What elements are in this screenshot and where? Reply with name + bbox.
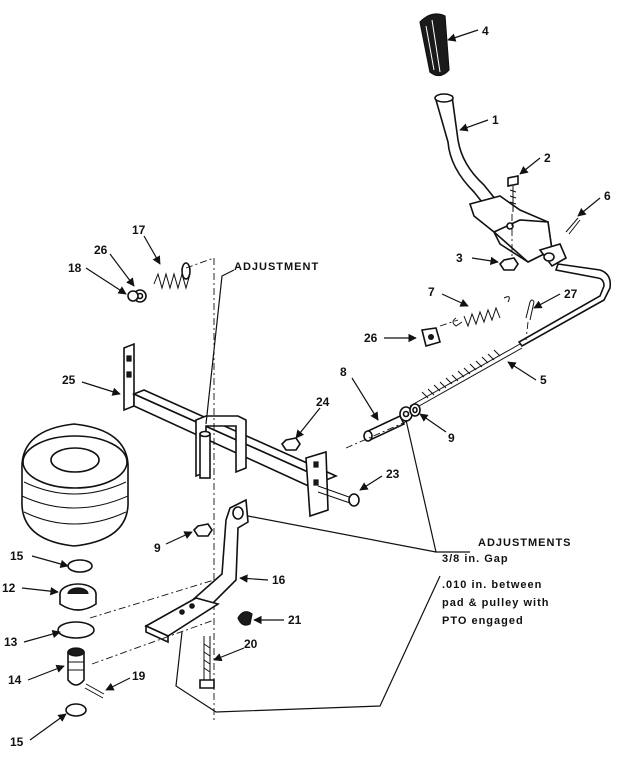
nut: [498, 214, 519, 271]
brake-bar: [123, 342, 339, 518]
callout-2: 2: [544, 151, 551, 165]
notes: ADJUSTMENT ADJUSTMENTS 3/8 in. Gap .010 …: [234, 261, 572, 627]
lever-bracket: [468, 195, 568, 268]
callout-25: 26: [94, 243, 108, 257]
clevis-pin: [363, 406, 413, 442]
callout-18: 18: [68, 261, 82, 275]
nut: [192, 523, 213, 537]
pulley: [21, 423, 129, 547]
callout-21: 21: [288, 613, 302, 627]
callout-5: 5: [540, 373, 547, 387]
callout-9-upper: 9: [448, 431, 455, 445]
snap-ring: [57, 621, 95, 639]
callout-12: 12: [2, 581, 16, 595]
bolt: [507, 175, 519, 212]
nut: [280, 437, 301, 451]
callout-19: 19: [132, 669, 146, 683]
clearance-line-3: PTO engaged: [442, 615, 524, 627]
callout-27: 27: [564, 287, 578, 301]
bolt: [317, 485, 360, 507]
leader-lines: [21, 29, 601, 741]
callout-16: 16: [272, 573, 286, 587]
clip: [127, 290, 139, 302]
adjustments-heading: ADJUSTMENTS: [478, 537, 572, 549]
bolt: [199, 636, 215, 689]
brake-arm: [144, 498, 249, 644]
callout-1: 1: [492, 113, 499, 127]
callout-20: 20: [244, 637, 258, 651]
spring-clip: [421, 327, 441, 347]
adjustment-note: ADJUSTMENT: [234, 261, 319, 273]
washer: [409, 403, 421, 417]
callout-6: 6: [604, 189, 611, 203]
brake-pad: [237, 611, 253, 626]
callout-numbers: 4 1 2 6 3 7 27 26 5 8 9 24 23 25 17 26 1…: [2, 24, 611, 749]
callout-13: 13: [4, 635, 18, 649]
callout-14: 14: [8, 673, 22, 687]
callout-3: 3: [456, 251, 463, 265]
callout-17: 17: [132, 223, 146, 237]
shaft: [67, 647, 85, 686]
callout-7: 7: [428, 285, 435, 299]
callout-22: 23: [386, 467, 400, 481]
callout-4: 4: [482, 24, 489, 38]
clearance-line-2: pad & pulley with: [442, 597, 549, 609]
gap-note: 3/8 in. Gap: [442, 553, 509, 565]
callout-9-lower: 9: [154, 541, 161, 555]
callout-26: 26: [364, 331, 378, 345]
lever-grip: [419, 13, 450, 77]
control-rod: [409, 263, 612, 411]
pin: [565, 217, 581, 235]
callout-23: 24: [316, 395, 330, 409]
snap-ring: [67, 559, 93, 573]
callout-15-upper: 15: [10, 549, 24, 563]
bearing: [59, 583, 97, 611]
spring: [452, 296, 510, 328]
pin: [84, 683, 105, 699]
lever-rod: [434, 93, 502, 214]
callout-24: 25: [62, 373, 76, 387]
spring: [153, 262, 191, 290]
clearance-line-1: .010 in. between: [442, 579, 542, 591]
callout-8: 8: [340, 365, 347, 379]
callout-15-lower: 15: [10, 735, 24, 749]
snap-ring: [65, 703, 87, 717]
